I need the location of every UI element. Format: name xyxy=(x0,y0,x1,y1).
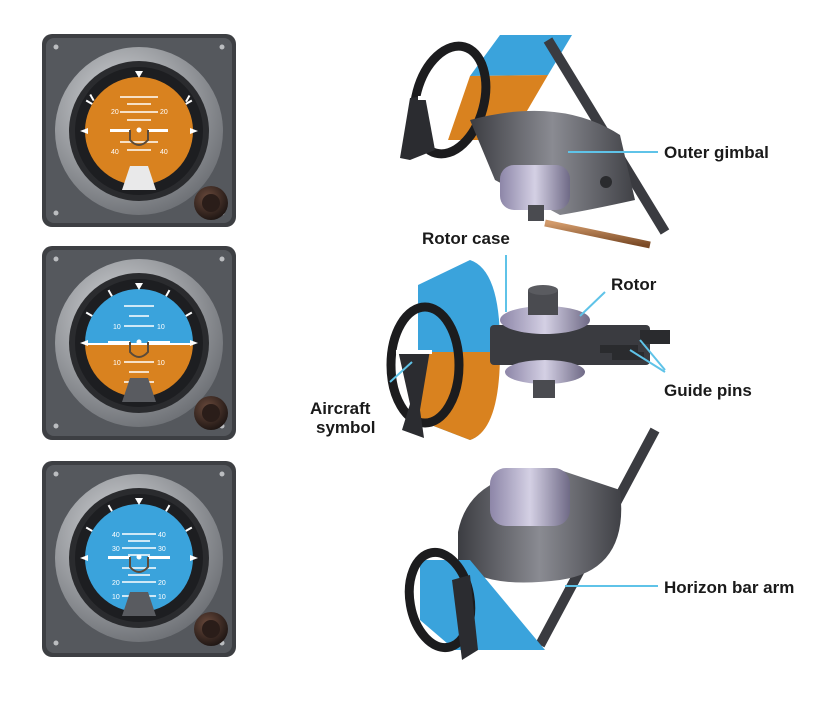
pitch-mark: 10 xyxy=(157,324,165,331)
rotor-case xyxy=(490,325,650,365)
pitch-mark: 20 xyxy=(111,109,119,116)
aircraft-symbol-mount xyxy=(400,96,435,160)
label-guide-pins: Guide pins xyxy=(664,381,752,400)
label-outer-gimbal: Outer gimbal xyxy=(664,143,769,162)
mounting-screw xyxy=(53,256,59,262)
bank-scale xyxy=(85,498,193,532)
pitch-mark: 40 xyxy=(111,149,119,156)
leader-guide-pins xyxy=(629,349,666,373)
pitch-mark: 10 xyxy=(113,324,121,331)
pitch-mark: 10 xyxy=(112,594,120,601)
attitude-indicator-1: 20 20 40 40 xyxy=(42,34,236,227)
aircraft-symbol xyxy=(110,127,168,146)
leader-guide-pins xyxy=(639,339,666,371)
mounting-screw xyxy=(219,44,225,50)
bank-scale xyxy=(85,283,193,317)
mounting-screw xyxy=(53,210,59,216)
rotor xyxy=(500,306,590,334)
pitch-mark: 20 xyxy=(160,109,168,116)
copper-rod xyxy=(544,219,651,249)
bank-ring xyxy=(409,41,491,159)
outer-gimbal xyxy=(470,110,635,215)
leader-rotor xyxy=(579,291,606,317)
aircraft-symbol xyxy=(108,339,170,358)
label-aircraft-symbol-line1: Aircraft xyxy=(310,399,371,418)
guide-pin xyxy=(600,345,638,353)
mounting-screw xyxy=(53,44,59,50)
pitch-mark: 40 xyxy=(112,532,120,539)
label-rotor: Rotor xyxy=(611,275,657,294)
aircraft-symbol-mount xyxy=(398,350,430,438)
pitch-mark: 20 xyxy=(158,580,166,587)
callout-leaders xyxy=(389,151,666,587)
rotor-housing xyxy=(500,165,570,210)
pitch-mark: 40 xyxy=(158,532,166,539)
pitch-mark: 30 xyxy=(158,546,166,553)
label-horizon-bar-arm: Horizon bar arm xyxy=(664,578,794,597)
pitch-mark: 20 xyxy=(112,580,120,587)
pointer-base xyxy=(122,166,156,190)
pitch-mark: 10 xyxy=(157,360,165,367)
pitch-mark: 10 xyxy=(113,360,121,367)
leader-aircraft-symbol xyxy=(389,361,413,383)
bank-ring xyxy=(386,302,464,428)
bank-scale xyxy=(85,71,193,105)
mounting-screw xyxy=(53,640,59,646)
horizon-card-sky xyxy=(420,560,545,650)
gyro-assembly-bottom xyxy=(404,426,660,660)
pointer-base xyxy=(122,378,156,402)
mounting-screw xyxy=(219,256,225,262)
aircraft-symbol-mount xyxy=(452,575,478,660)
mounting-screw xyxy=(219,471,225,477)
mounting-screw xyxy=(53,471,59,477)
pointer-base xyxy=(122,592,156,616)
attitude-indicator-2: 10 10 10 10 xyxy=(42,246,236,440)
label-aircraft-symbol-line2: symbol xyxy=(316,418,376,437)
pitch-mark: 30 xyxy=(112,546,120,553)
aircraft-symbol xyxy=(108,554,170,573)
rotor-housing xyxy=(490,468,570,526)
label-rotor-case: Rotor case xyxy=(422,229,510,248)
mounting-screw xyxy=(53,423,59,429)
gyro-assembly-top xyxy=(400,35,670,249)
pitch-mark: 40 xyxy=(160,149,168,156)
gyro-assembly-middle xyxy=(386,260,670,440)
pitch-mark: 10 xyxy=(158,594,166,601)
attitude-indicator-3: 40 40 30 30 20 20 10 10 xyxy=(42,461,236,657)
guide-pin xyxy=(612,352,644,360)
